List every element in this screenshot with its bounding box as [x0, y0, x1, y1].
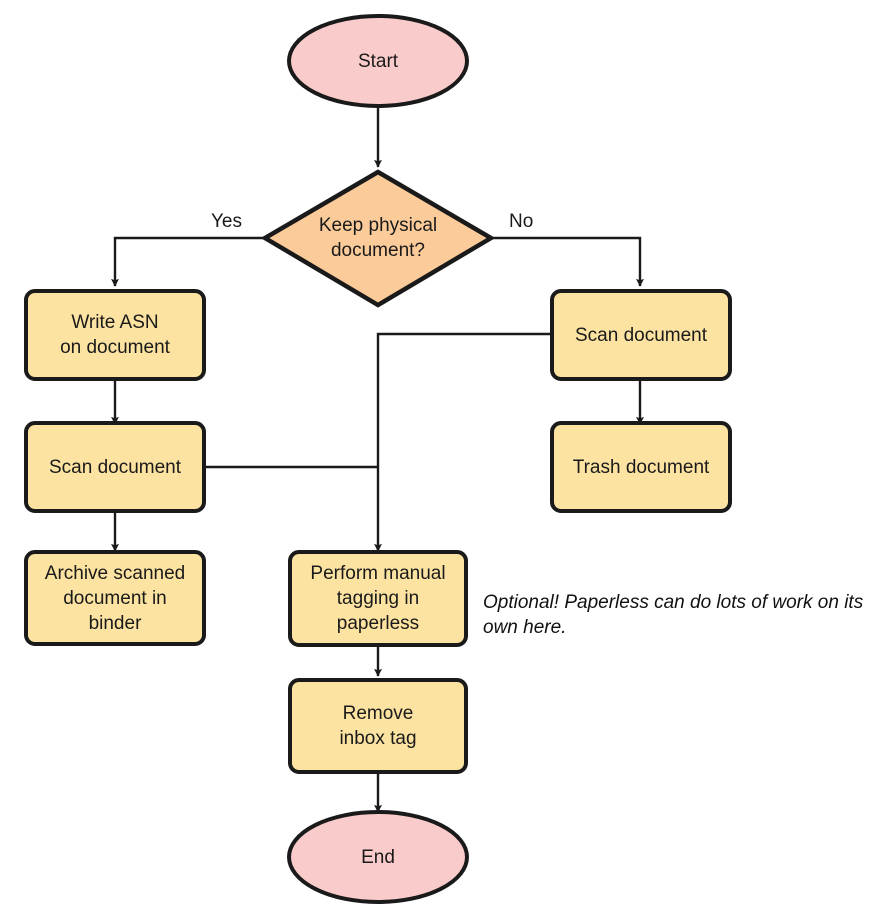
- edge-scan-right-to-tagging: [374, 332, 552, 552]
- node-write-asn-shape: [24, 289, 206, 381]
- node-start-shape: [287, 14, 469, 108]
- optional-note: Optional! Paperless can do lots of work …: [483, 592, 864, 638]
- edge-no-to-scan-right: [491, 236, 644, 287]
- node-scan-right-shape: [550, 289, 732, 381]
- edge-label-yes: Yes: [211, 211, 242, 232]
- node-decision-shape: [260, 169, 496, 308]
- node-archive-shape: [24, 550, 206, 646]
- connector-group: [111, 103, 644, 813]
- edge-yes-to-write-asn: [111, 236, 265, 287]
- node-end-shape: [287, 810, 469, 904]
- node-tagging-shape: [288, 550, 468, 647]
- edge-label-no: No: [509, 211, 534, 232]
- node-trash-shape: [550, 421, 732, 513]
- node-scan-left-shape: [24, 421, 206, 513]
- node-remove-inbox-shape: [288, 678, 468, 774]
